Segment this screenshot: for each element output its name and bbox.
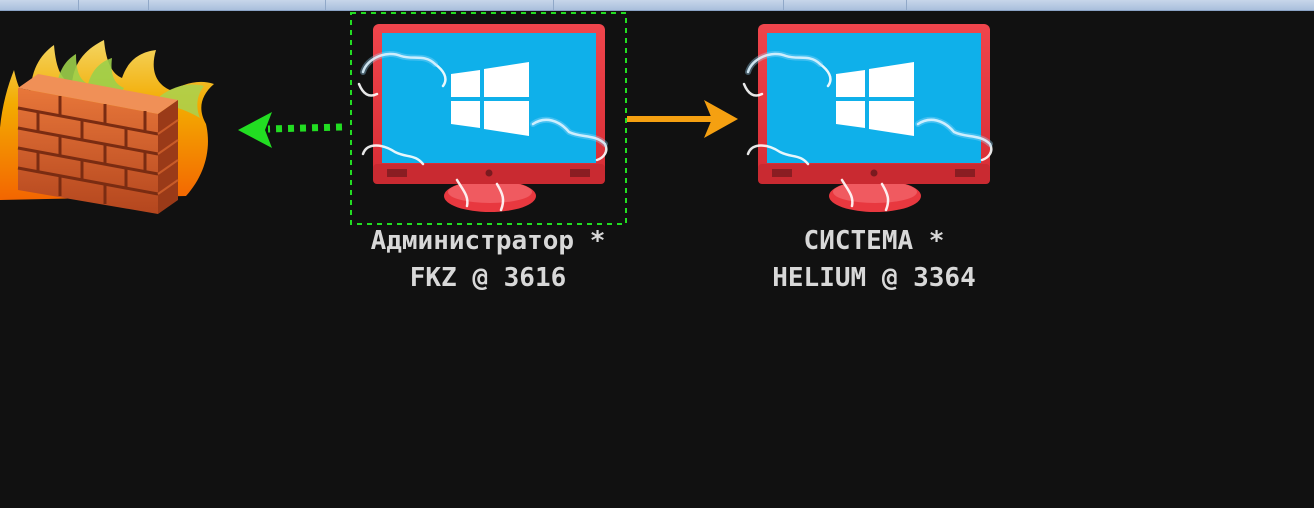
session-user: СИСТЕМА * [803,226,945,256]
toolbar-separator [325,0,326,10]
edge-admin-to-system [627,100,738,138]
windows-monitor-icon[interactable] [357,24,608,212]
selection-box [350,12,627,225]
session-host: HELIUM @ 3364 [772,263,976,293]
toolbar-separator [783,0,784,10]
edge-admin-to-firewall [238,112,343,148]
toolbar-separator [148,0,149,10]
burning-firewall-icon[interactable] [0,40,214,214]
windows-monitor-icon[interactable] [742,24,993,212]
toolbar-separator [78,0,79,10]
admin-session-label[interactable]: Администратор * FKZ @ 3616 [338,223,638,297]
toolbar-separator [906,0,907,10]
session-user: Администратор * [370,226,606,256]
session-host: FKZ @ 3616 [409,263,567,293]
system-session-label[interactable]: СИСТЕМА * HELIUM @ 3364 [724,223,1024,297]
top-toolbar-strip [0,0,1314,11]
toolbar-separator [553,0,554,10]
